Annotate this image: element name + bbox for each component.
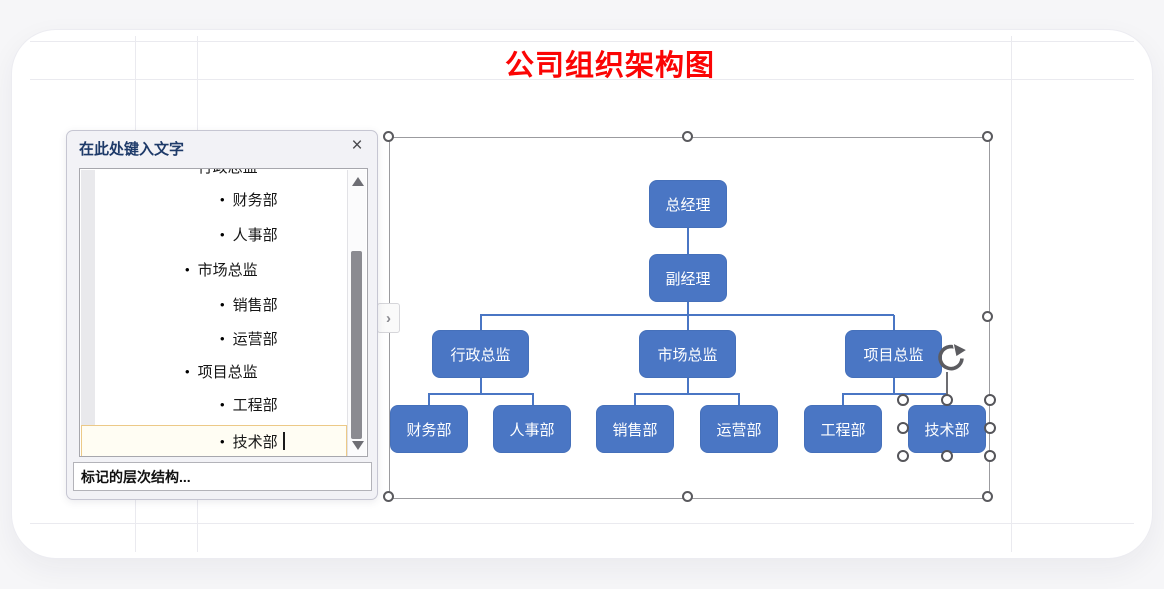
list-gutter [81, 170, 95, 456]
scrollbar-thumb[interactable] [351, 251, 362, 439]
frame-handle[interactable] [982, 491, 993, 502]
rotate-handle-icon[interactable] [933, 341, 969, 374]
org-node-operations-dept[interactable]: 运营部 [700, 405, 778, 453]
connector [532, 394, 534, 405]
text-pane-toggle-button[interactable]: › [377, 303, 400, 333]
selection-handle[interactable] [941, 450, 953, 462]
list-item[interactable]: • 技术部 [81, 430, 367, 452]
connector [428, 394, 430, 405]
connector [893, 377, 895, 394]
list-item[interactable]: • 项目总监 [81, 360, 367, 382]
list-item[interactable]: • 工程部 [81, 393, 367, 415]
org-node-hr-dept[interactable]: 人事部 [493, 405, 571, 453]
bullet-icon: • [185, 169, 190, 174]
connector [893, 315, 895, 330]
bullet-icon: • [220, 433, 225, 449]
connector [842, 393, 948, 395]
list-item-label: 人事部 [232, 226, 278, 244]
selection-handle[interactable] [984, 394, 996, 406]
list-item-label: 运营部 [232, 330, 278, 348]
connector [480, 377, 482, 394]
org-node-general-manager[interactable]: 总经理 [649, 180, 727, 228]
connector [634, 394, 636, 405]
connector [842, 394, 844, 405]
frame-handle[interactable] [682, 491, 693, 502]
org-node-technology-dept-selected[interactable]: 技术部 [908, 405, 986, 453]
list-item-label: 项目总监 [197, 363, 258, 381]
org-node-project-director[interactable]: 项目总监 [845, 330, 942, 378]
frame-handle[interactable] [982, 131, 993, 142]
guide-line [30, 41, 1134, 42]
selection-handle[interactable] [984, 450, 996, 462]
bullet-icon: • [220, 330, 225, 346]
text-pane-list[interactable]: • 行政总监 • 财务部 • 人事部 • 市场总监 • 销售部 • 运营部 [79, 168, 368, 457]
list-item[interactable]: • 财务部 [81, 188, 367, 210]
bullet-icon: • [220, 296, 225, 312]
connector [687, 228, 689, 255]
selection-handle[interactable] [897, 450, 909, 462]
connector [687, 315, 689, 330]
connector [634, 393, 740, 395]
connector [738, 394, 740, 405]
scrollbar[interactable] [347, 170, 366, 456]
org-node-deputy-manager[interactable]: 副经理 [649, 254, 727, 302]
org-node-marketing-director[interactable]: 市场总监 [639, 330, 736, 378]
text-pane-footer: 标记的层次结构... [73, 462, 372, 491]
bullet-icon: • [220, 226, 225, 242]
list-item[interactable]: • 运营部 [81, 327, 367, 349]
scroll-down-icon[interactable] [352, 441, 364, 450]
list-item-label: 行政总监 [198, 169, 258, 177]
list-item-label: 技术部 [232, 433, 278, 451]
list-item[interactable]: • 市场总监 [81, 258, 367, 280]
list-item[interactable]: • 销售部 [81, 293, 367, 315]
text-caret [283, 432, 285, 450]
frame-handle[interactable] [383, 131, 394, 142]
connector [687, 302, 689, 315]
bullet-icon: • [220, 396, 225, 412]
selection-handle[interactable] [984, 422, 996, 434]
frame-handle[interactable] [383, 491, 394, 502]
selection-handle[interactable] [897, 422, 909, 434]
org-node-engineering-dept[interactable]: 工程部 [804, 405, 882, 453]
text-pane-title: 在此处键入文字 [79, 141, 185, 158]
guide-line [30, 523, 1134, 524]
list-item-label: 市场总监 [197, 261, 258, 279]
close-icon[interactable]: × [351, 135, 363, 156]
selected-row-highlight [81, 425, 347, 456]
list-item-label: 工程部 [232, 396, 278, 414]
org-node-admin-director[interactable]: 行政总监 [432, 330, 529, 378]
connector [428, 393, 534, 395]
scroll-up-icon[interactable] [352, 177, 364, 186]
list-item-label: 销售部 [232, 296, 278, 314]
frame-handle[interactable] [982, 311, 993, 322]
bullet-icon: • [185, 261, 190, 277]
slide-title[interactable]: 公司组织架构图 [504, 50, 715, 82]
selection-handle[interactable] [941, 394, 953, 406]
org-node-sales-dept[interactable]: 销售部 [596, 405, 674, 453]
guide-line [30, 79, 1134, 80]
list-item[interactable]: • 人事部 [81, 223, 367, 245]
connector [480, 315, 482, 330]
list-item-label: 财务部 [232, 191, 278, 209]
bullet-icon: • [220, 191, 225, 207]
layout-name-label: 标记的层次结构... [81, 468, 191, 485]
connector [687, 377, 689, 394]
org-node-finance-dept[interactable]: 财务部 [390, 405, 468, 453]
text-pane: 在此处键入文字 × • 行政总监 • 财务部 • 人事部 • 市场总监 • [66, 130, 378, 500]
bullet-icon: • [185, 363, 190, 379]
guide-line [1011, 36, 1012, 552]
list-item[interactable]: • 行政总监 [81, 169, 367, 177]
frame-handle[interactable] [682, 131, 693, 142]
rotate-handle-stem [946, 372, 948, 398]
chevron-right-icon: › [386, 309, 391, 327]
selection-handle[interactable] [897, 394, 909, 406]
